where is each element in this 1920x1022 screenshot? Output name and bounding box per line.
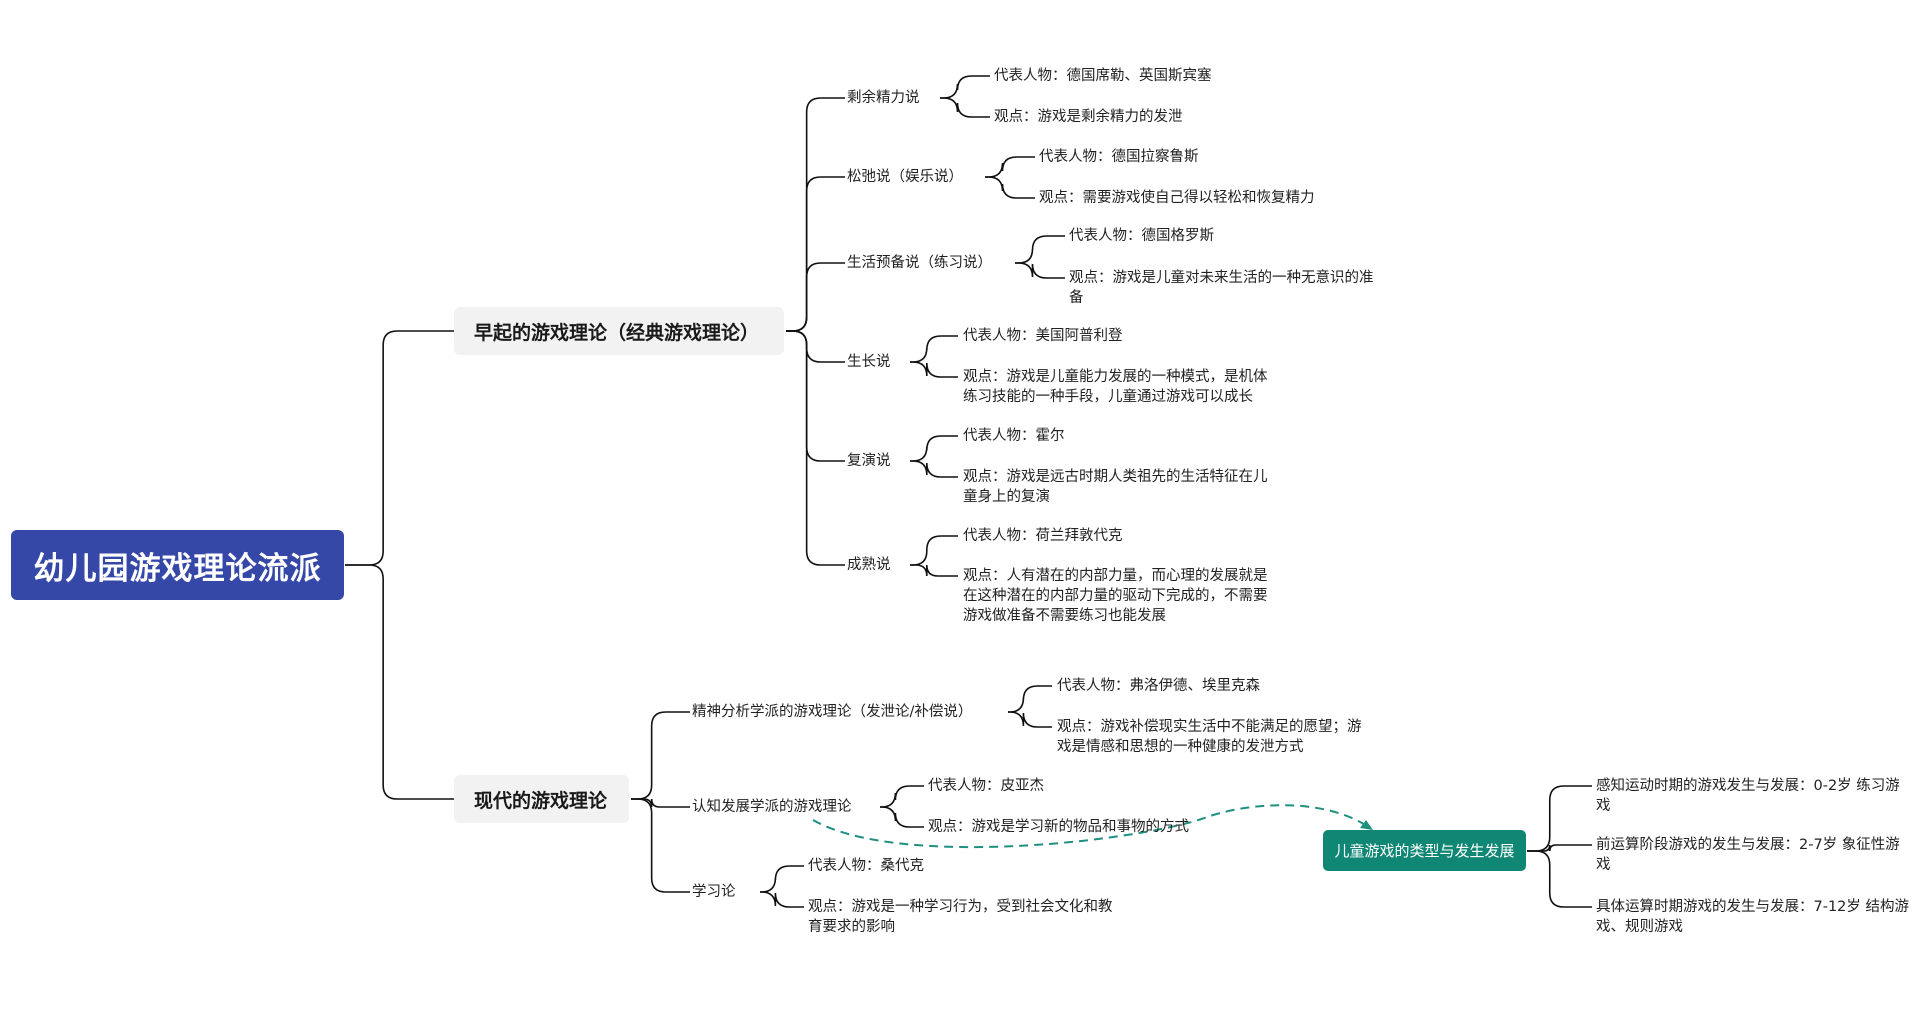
theory-representative[interactable]: 代表人物：皮亚杰: [928, 778, 1044, 794]
tree-connector: [786, 330, 845, 363]
theory-view-line[interactable]: 备: [1069, 290, 1084, 306]
theory-representative[interactable]: 代表人物：德国席勒、英国斯宾塞: [994, 68, 1212, 84]
theory-name[interactable]: 认知发展学派的游戏理论: [692, 799, 852, 815]
development-item-line[interactable]: 戏、规则游戏: [1596, 919, 1683, 935]
tree-connector: [345, 330, 454, 566]
root-node[interactable]: 幼儿园游戏理论流派: [11, 530, 344, 600]
theory-view[interactable]: 观点：游戏是剩余精力的发泄: [994, 109, 1183, 125]
theory-name[interactable]: 复演说: [847, 453, 891, 469]
development-item-line[interactable]: 具体运算时期游戏的发生与发展：7-12岁 结构游: [1596, 899, 1910, 915]
theory-view-line[interactable]: 童身上的复演: [963, 489, 1050, 505]
tree-connector: [631, 711, 690, 800]
theory-representative[interactable]: 代表人物：德国格罗斯: [1069, 228, 1214, 244]
tree-connector: [1015, 235, 1065, 264]
tree-connector: [940, 75, 990, 99]
branch-classical[interactable]: 早起的游戏理论（经典游戏理论）: [454, 307, 784, 355]
tree-connector: [985, 176, 1035, 199]
tree-connector: [880, 785, 924, 808]
branch-modern[interactable]: 现代的游戏理论: [454, 775, 629, 823]
tree-connector: [760, 865, 804, 893]
tree-connector: [786, 97, 845, 332]
theory-name[interactable]: 生活预备说（练习说）: [847, 255, 992, 271]
theory-view-line[interactable]: 游戏做准备不需要练习也能发展: [963, 608, 1166, 624]
tree-connector: [786, 330, 845, 566]
theory-representative[interactable]: 代表人物：霍尔: [963, 428, 1065, 444]
tree-connector: [1527, 785, 1592, 852]
theory-name[interactable]: 成熟说: [847, 557, 891, 573]
tree-connector: [910, 564, 958, 577]
theory-representative[interactable]: 代表人物：德国拉察鲁斯: [1039, 149, 1199, 165]
tree-connector: [786, 262, 845, 332]
theory-representative[interactable]: 代表人物：美国阿普利登: [963, 328, 1123, 344]
theory-representative[interactable]: 代表人物：荷兰拜敦代克: [963, 528, 1123, 544]
tree-connector: [786, 330, 845, 462]
tree-connector: [985, 156, 1035, 178]
tree-connector: [345, 564, 454, 800]
theory-view-line[interactable]: 观点：游戏是远古时期人类祖先的生活特征在儿: [963, 469, 1268, 485]
tree-connector: [880, 806, 924, 828]
tree-connector: [760, 891, 804, 908]
tree-connector: [1008, 685, 1052, 713]
tree-connector: [910, 335, 958, 363]
relation-arrowhead: [1360, 820, 1373, 830]
theory-view-line[interactable]: 观点：人有潜在的内部力量，而心理的发展就是: [963, 568, 1268, 584]
theory-view-line[interactable]: 戏是情感和思想的一种健康的发泄方式: [1057, 739, 1304, 755]
tree-connector: [940, 97, 990, 118]
theory-name[interactable]: 生长说: [847, 354, 891, 370]
theory-view[interactable]: 观点：游戏是学习新的物品和事物的方式: [928, 819, 1189, 835]
tree-connector: [910, 435, 958, 462]
theory-name[interactable]: 剩余精力说: [847, 90, 920, 106]
theory-view[interactable]: 观点：需要游戏使自己得以轻松和恢复精力: [1039, 190, 1315, 206]
tree-connector: [786, 176, 845, 332]
theory-view-line[interactable]: 观点：游戏是儿童能力发展的一种模式，是机体: [963, 369, 1268, 385]
floating-topic[interactable]: 儿童游戏的类型与发生发展: [1323, 830, 1526, 871]
theory-name[interactable]: 松弛说（娱乐说）: [847, 169, 963, 185]
theory-representative[interactable]: 代表人物：桑代克: [808, 858, 924, 874]
tree-connector: [910, 535, 958, 566]
tree-connector: [1015, 262, 1065, 279]
development-item-line[interactable]: 戏: [1596, 857, 1611, 873]
development-item-line[interactable]: 戏: [1596, 798, 1611, 814]
tree-connector: [631, 798, 690, 893]
theory-view-line[interactable]: 观点：游戏是儿童对未来生活的一种无意识的准: [1069, 270, 1374, 286]
development-item-line[interactable]: 感知运动时期的游戏发生与发展：0-2岁 练习游: [1596, 778, 1900, 794]
tree-connector: [910, 460, 958, 478]
theory-view-line[interactable]: 在这种潜在的内部力量的驱动下完成的，不需要: [963, 588, 1268, 604]
development-item-line[interactable]: 前运算阶段游戏的发生与发展：2-7岁 象征性游: [1596, 837, 1900, 853]
tree-connector: [1008, 711, 1052, 728]
theory-view-line[interactable]: 育要求的影响: [808, 919, 895, 935]
tree-connector: [910, 361, 958, 378]
theory-view-line[interactable]: 观点：游戏补偿现实生活中不能满足的愿望；游: [1057, 719, 1362, 735]
tree-connector: [1527, 844, 1592, 852]
theory-view-line[interactable]: 练习技能的一种手段，儿童通过游戏可以成长: [963, 389, 1253, 405]
theory-name[interactable]: 学习论: [692, 884, 736, 900]
theory-name[interactable]: 精神分析学派的游戏理论（发泄论/补偿说）: [692, 704, 973, 720]
tree-connector: [631, 798, 690, 808]
theory-representative[interactable]: 代表人物：弗洛伊德、埃里克森: [1057, 678, 1260, 694]
tree-connector: [1527, 850, 1592, 908]
theory-view-line[interactable]: 观点：游戏是一种学习行为，受到社会文化和教: [808, 899, 1113, 915]
